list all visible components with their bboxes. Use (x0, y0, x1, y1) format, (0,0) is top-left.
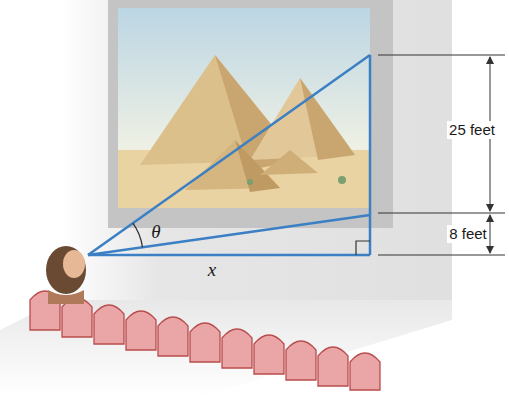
angle-arc (133, 223, 143, 247)
viewer-head (46, 246, 86, 304)
right-angle-mark (356, 241, 370, 255)
dimension-label: 8 feet (447, 225, 489, 244)
seat-rows (30, 291, 380, 390)
screen-frame (108, 0, 393, 228)
sight-lines (88, 55, 370, 255)
variable-label: x (208, 260, 216, 281)
dimension-label: 25 feet (447, 121, 497, 140)
dimension-lines (378, 55, 505, 255)
angle-symbol: θ (151, 222, 160, 243)
pyramid-picture (118, 8, 370, 208)
